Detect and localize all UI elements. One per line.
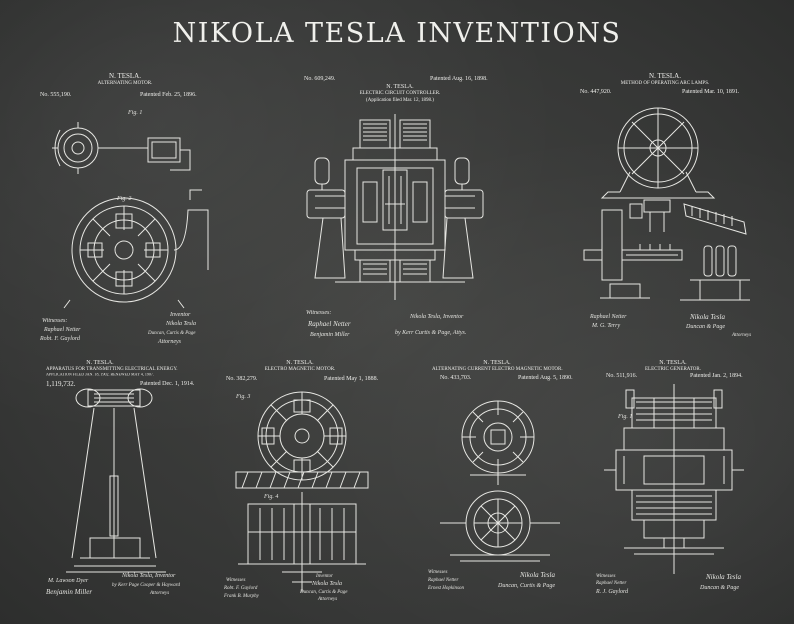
patent-subtitle: ALTERNATING CURRENT ELECTRO MAGNETIC MOT… xyxy=(432,367,563,372)
patent-number: No. 511,916. xyxy=(606,373,638,379)
inventor-label: Inventor xyxy=(170,312,191,318)
fig-label: Fig. 4 xyxy=(264,494,279,500)
attorney-signature: Duncan, Curtis & Page xyxy=(300,590,348,595)
patent-number: No. 382,279. xyxy=(226,376,258,382)
patent-date: Patented Feb. 25, 1896. xyxy=(140,92,197,98)
inventor-signature: Nikola Tesla xyxy=(520,571,555,579)
witness-signature: Frank B. Murphy xyxy=(224,594,259,599)
motor-drawing xyxy=(40,100,220,330)
patent-number: No. 433,703. xyxy=(440,375,472,381)
fig-label: Fig. 1 xyxy=(128,110,143,116)
witness-signature: Raphael Netter xyxy=(590,314,627,320)
patent-subtitle: METHOD OF OPERATING ARC LAMPS. xyxy=(620,81,710,86)
patent-subtitle: ELECTRO MAGNETIC MOTOR. xyxy=(264,367,336,372)
attorney-label: Attorneys xyxy=(318,597,338,602)
patent-date: Patented Jan. 2, 1894. xyxy=(690,373,743,379)
fig-label: Fig. 2 xyxy=(117,196,132,202)
witness-signature: M. G. Terry xyxy=(592,323,621,329)
attorney-label: Attorneys xyxy=(150,591,170,596)
patent-number: No. 555,190. xyxy=(40,92,72,98)
inventor-name: N. TESLA. xyxy=(86,360,114,366)
patent-number: No. 447,920. xyxy=(580,89,612,95)
inventor-signature: Nikola Tesla, Inventor xyxy=(410,314,464,320)
inventor-name: N. TESLA. xyxy=(286,360,314,366)
witness-signature: Raphael Netter xyxy=(44,327,81,333)
witness-signature: Raphael Netter xyxy=(596,581,627,586)
circuit-controller-drawing xyxy=(305,112,495,302)
patent-number: No. 609,249. xyxy=(304,76,336,82)
witness-signature: M. Lawson Dyer xyxy=(48,578,89,584)
fig-label: Fig. 1 xyxy=(618,414,633,420)
attorney-signature: Duncan, Curtis & Page xyxy=(148,331,196,336)
inventor-name: N. TESLA. xyxy=(649,72,681,80)
patent-number: 1,119,732. xyxy=(46,380,76,388)
inventor-signature: Nikola Tesla xyxy=(312,581,342,587)
attorney-signature: by Kerr Curtis & Page, Attys. xyxy=(395,330,467,336)
tower-drawing xyxy=(60,386,180,576)
inventor-name: N. TESLA. xyxy=(386,84,414,90)
inventor-signature: Nikola Tesla xyxy=(690,313,725,321)
patent-date: Patented Aug. 16, 1898. xyxy=(430,76,488,82)
magnetic-motor-drawing xyxy=(232,392,372,592)
witness-signature: Raphael Netter xyxy=(428,578,459,583)
witness-signature: Benjamin Miller xyxy=(310,332,350,338)
attorney-label: Attorneys xyxy=(732,333,752,338)
witnesses-label: Witnesses xyxy=(428,570,448,575)
inventor-signature: Nikola Tesla xyxy=(706,573,741,581)
inventor-signature: Nikola Tesla xyxy=(166,321,196,327)
inventor-label: Inventor xyxy=(316,574,333,579)
attorney-label: Attorneys xyxy=(158,339,181,345)
arc-lamp-drawing xyxy=(580,100,770,310)
fig-label: Fig. 3 xyxy=(236,394,251,400)
ac-motor-drawing xyxy=(440,395,570,570)
patent-subtitle: ELECTRIC GENERATOR. xyxy=(644,367,702,372)
inventor-name: N. TESLA. xyxy=(483,360,511,366)
attorney-signature: by Kerr Page Cooper & Hayward xyxy=(112,583,181,588)
witness-signature: Robt. F. Gaylord xyxy=(40,336,80,342)
inventor-signature: Nikola Tesla, Inventor xyxy=(122,573,176,579)
patent-date: Patented Mar. 10, 1891. xyxy=(682,89,740,95)
witnesses-label: Witnesses: xyxy=(42,318,68,324)
witnesses-label: Witnesses xyxy=(226,578,246,583)
patent-subtitle: APPARATUS FOR TRANSMITTING ELECTRICAL EN… xyxy=(46,367,178,372)
inventor-name: N. TESLA. xyxy=(109,72,141,80)
witness-signature: Raphael Netter xyxy=(308,320,351,328)
application-date: (Application filed Mar. 12, 1898.) xyxy=(366,98,434,103)
poster-title: NIKOLA TESLA INVENTIONS xyxy=(172,18,622,49)
patent-date: Patented May 1, 1888. xyxy=(324,376,379,382)
patent-date: Patented Dec. 1, 1914. xyxy=(140,381,195,387)
witness-signature: R. J. Gaylord xyxy=(596,589,629,595)
patent-subtitle: ALTERNATING MOTOR. xyxy=(97,81,153,86)
application-date: APPLICATION FILED JAN. 18, 1902. RENEWED… xyxy=(46,373,154,377)
witnesses-label: Witnesses xyxy=(596,574,616,579)
attorney-signature: Duncan & Page xyxy=(686,324,725,330)
attorney-signature: Duncan & Page xyxy=(700,585,739,591)
attorney-signature: Duncan, Curtis & Page xyxy=(498,583,555,589)
generator-drawing xyxy=(604,384,744,574)
inventor-name: N. TESLA. xyxy=(659,360,687,366)
witness-signature: Benjamin Miller xyxy=(46,588,93,596)
patent-date: Patented Aug. 5, 1890. xyxy=(518,375,573,381)
patent-subtitle: ELECTRIC CIRCUIT CONTROLLER. xyxy=(359,91,441,96)
witnesses-label: Witnesses: xyxy=(306,310,332,316)
witness-signature: Ernest Hopkinson xyxy=(428,586,464,591)
witness-signature: Robt. F. Gaylord xyxy=(224,586,258,591)
